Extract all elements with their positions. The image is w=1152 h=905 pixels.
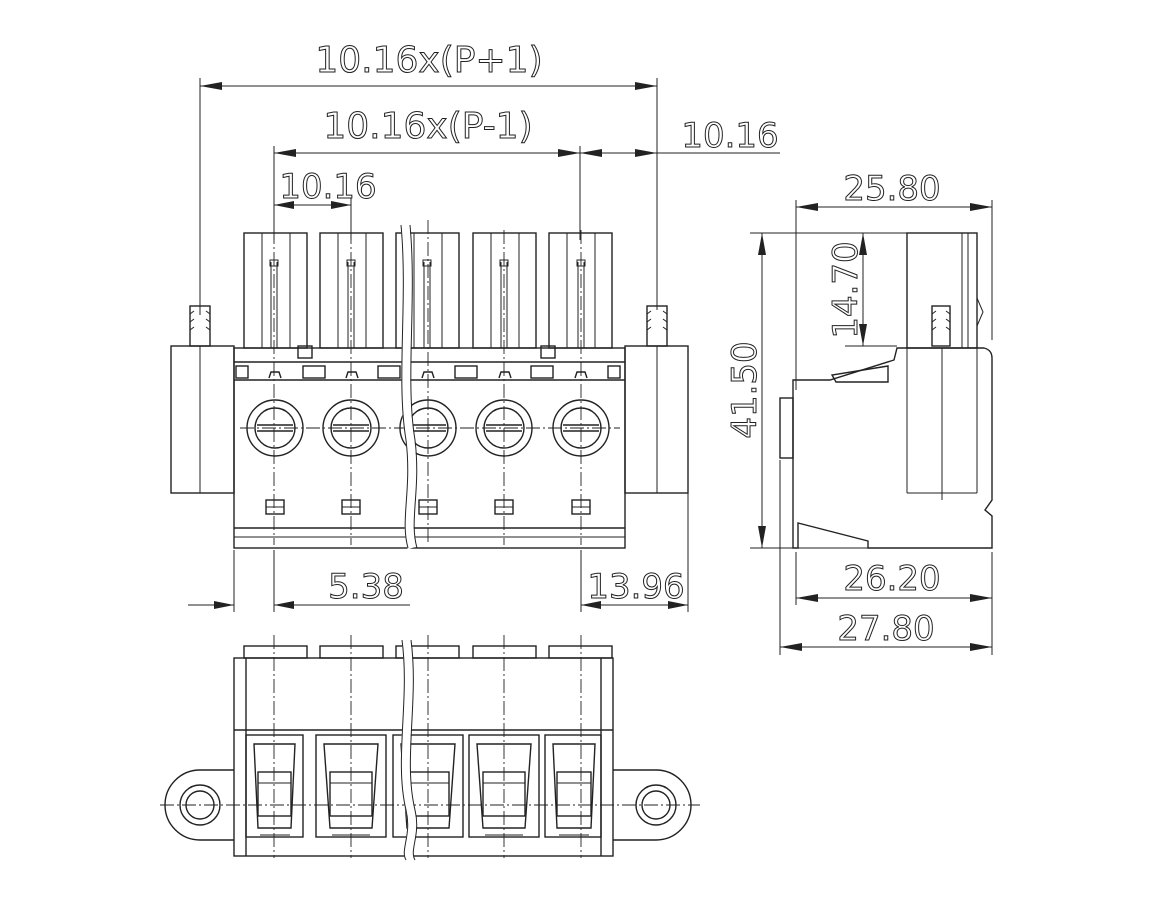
dim-text-offset-left: 5.38 xyxy=(328,567,404,607)
side-tab xyxy=(779,397,794,459)
top-windows xyxy=(235,365,621,379)
dim-pitch: 10.16 xyxy=(274,167,377,240)
dim-text-side-depth: 25.80 xyxy=(843,169,940,209)
dim-flange-pitch: 10.16 xyxy=(580,116,780,157)
break-line xyxy=(400,224,417,550)
latch xyxy=(297,345,313,359)
dim-total-height: 41.50 xyxy=(725,233,868,549)
side-pin-housing xyxy=(906,232,978,349)
dim-pin-height: 14.70 xyxy=(750,232,907,347)
dim-side-depth: 25.80 xyxy=(795,169,993,390)
left-flange xyxy=(170,345,235,494)
dim-text-offset-right: 13.96 xyxy=(587,567,684,607)
front-view xyxy=(170,220,689,550)
dim-overall-width: 10.16x(P+1) xyxy=(199,40,658,315)
side-view xyxy=(779,232,993,549)
dim-text-overall-depth: 27.80 xyxy=(837,609,934,649)
dim-overall-depth: 27.80 xyxy=(780,609,992,651)
bottom-body xyxy=(233,657,614,857)
dim-text-overall-width: 10.16x(P+1) xyxy=(315,40,542,81)
dim-inner-width: 10.16x(P-1) xyxy=(273,106,581,240)
dim-text-pin-height: 14.70 xyxy=(826,241,866,338)
dim-offsets: 5.38 13.96 xyxy=(188,493,689,612)
break-line xyxy=(400,639,417,863)
latch xyxy=(540,345,556,359)
left-screw xyxy=(189,305,211,347)
wire-entries xyxy=(245,734,602,838)
right-screw xyxy=(646,305,668,347)
dim-text-inner-width: 10.16x(P-1) xyxy=(323,106,532,147)
dim-text-base-depth: 26.20 xyxy=(843,559,940,599)
side-body xyxy=(792,347,993,549)
dim-text-total-height: 41.50 xyxy=(725,341,765,438)
screw-holes xyxy=(240,399,620,457)
dim-base-depth: 26.20 xyxy=(779,460,993,655)
bottom-view xyxy=(160,635,700,863)
dim-text-flange-pitch: 10.16 xyxy=(681,116,778,156)
dim-text-pitch: 10.16 xyxy=(279,167,376,207)
side-screw xyxy=(931,305,951,347)
